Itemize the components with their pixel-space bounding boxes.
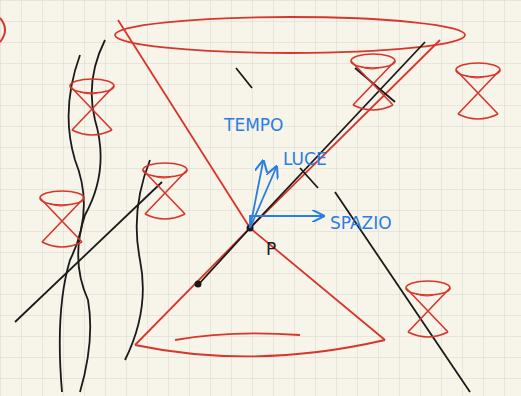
axis-label: TEMPO [222,116,285,135]
small-cones [40,54,500,337]
partial-mark [0,18,5,42]
axis-label: SPAZIO [328,214,394,233]
world-lines [15,40,470,392]
event-dots [195,225,254,288]
point-label: P [264,240,278,259]
axis-label: LUCE [281,150,329,169]
tangent-vectors [250,162,322,228]
